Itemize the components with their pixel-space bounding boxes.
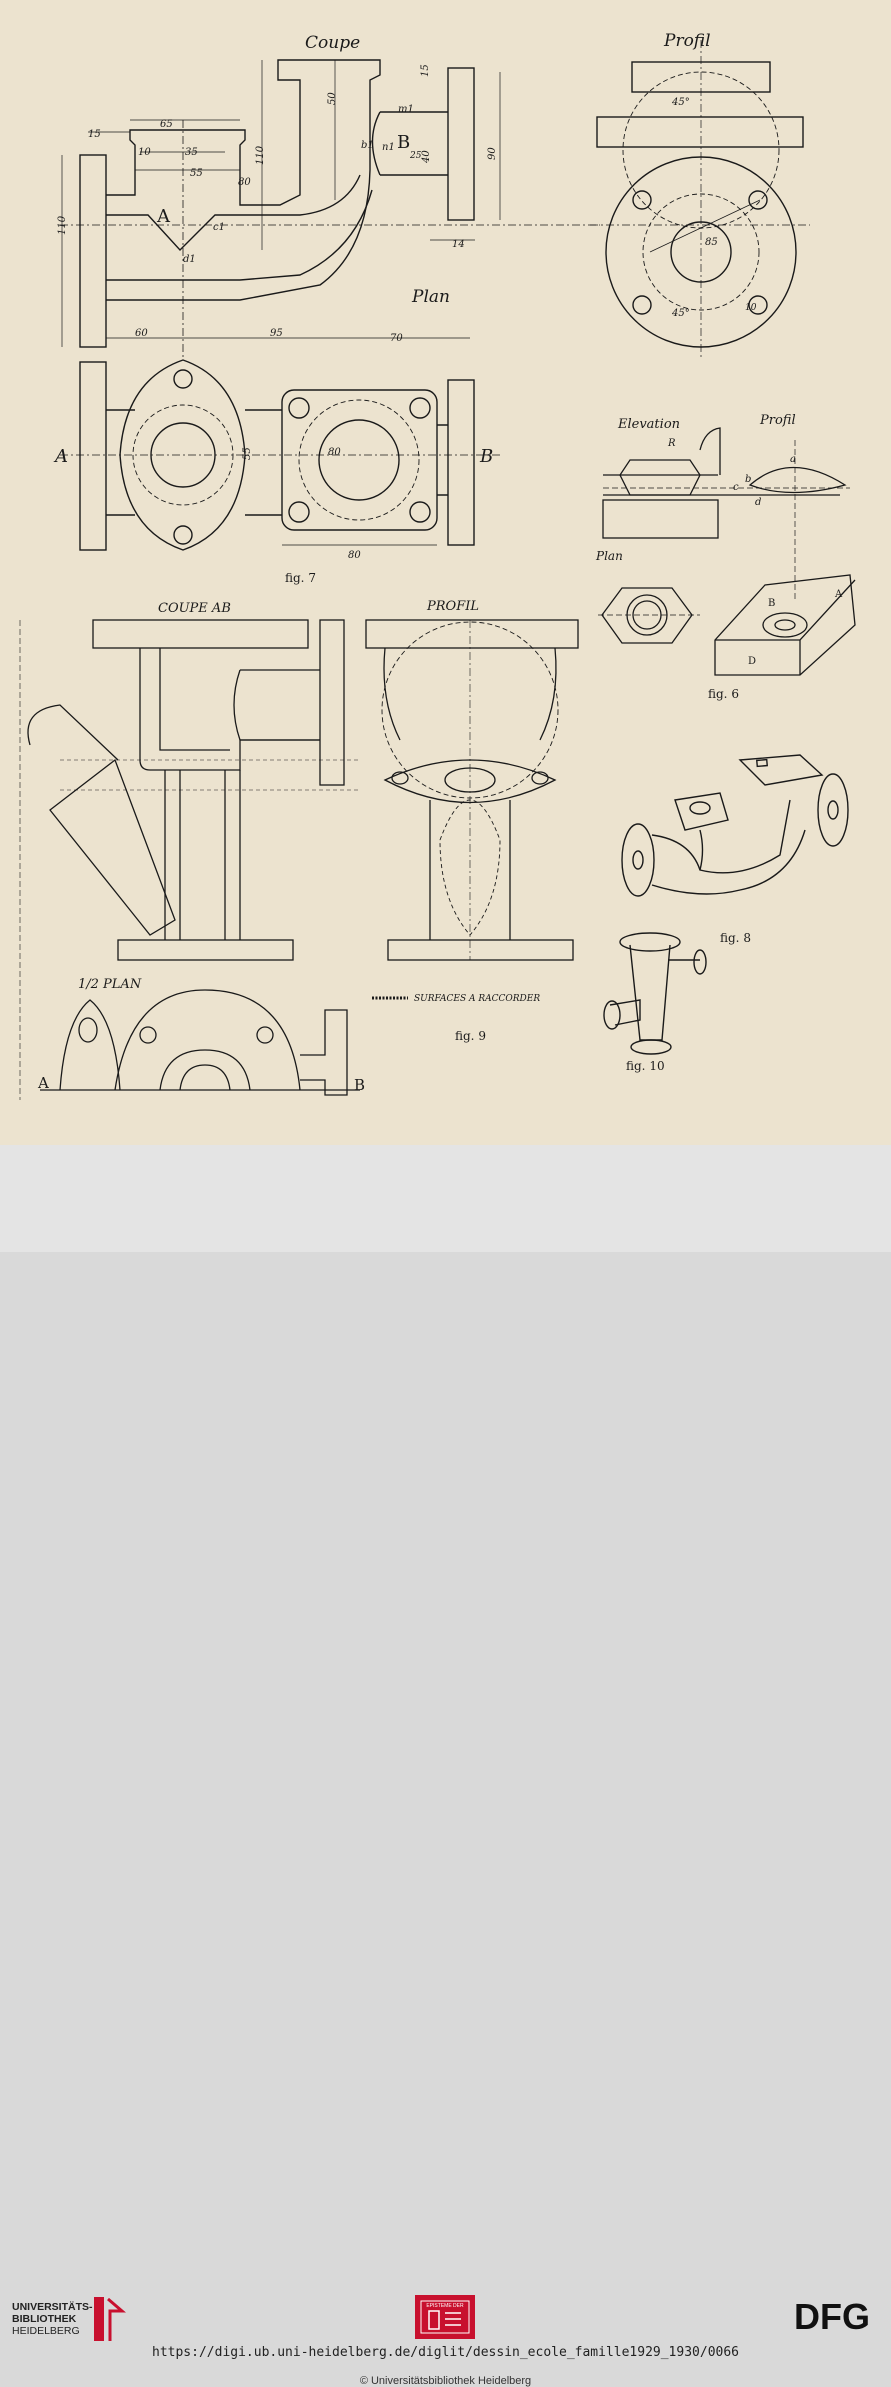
fig9-profil-view (365, 619, 579, 961)
dim-15-top: 15 (420, 64, 431, 77)
dim-90: 90 (487, 147, 498, 160)
label-n1: n1 (382, 142, 395, 153)
fig6-caption: fig. 6 (708, 687, 739, 701)
title-profil: Profil (663, 31, 711, 51)
label-R: R (667, 438, 676, 449)
title-profil-fig6: Profil (759, 413, 796, 428)
dim-10: 10 (138, 147, 151, 158)
label-a-fig6: a (790, 454, 796, 465)
dim-35: 35 (185, 147, 198, 158)
episteme-logo: EPISTEME DER (415, 2295, 475, 2339)
fig6-elevation-view (602, 427, 850, 600)
dim-10-profil: 10 (745, 303, 757, 313)
title-profil-fig9: PROFIL (426, 599, 479, 614)
dim-80: 80 (238, 177, 251, 188)
profil-view (590, 40, 810, 360)
fig10-perspective-valve (603, 932, 707, 1055)
label-A-fig6: A (834, 589, 843, 600)
label-D-fig6: D (748, 656, 756, 667)
fig7-caption: fig. 7 (285, 571, 316, 585)
dim-80-plan: 80 (348, 550, 361, 561)
dim-45deg-top: 45° (671, 97, 690, 108)
label-B-half-plan: B (354, 1076, 365, 1094)
library-footer: UNIVERSITÄTS- BIBLIOTHEK HEIDELBERG EPIS… (0, 1145, 891, 2387)
label-A-coupe: A (156, 206, 171, 227)
label-c1: c1 (213, 222, 225, 233)
label-d1: d1 (183, 254, 196, 265)
dim-40: 40 (421, 150, 432, 164)
label-m1: m1 (398, 104, 414, 115)
dim-45deg-bottom: 45° (671, 308, 690, 319)
label-d-fig6: d (755, 497, 761, 508)
label-A-plan: A (53, 446, 68, 467)
dim-85: 85 (705, 237, 718, 248)
dfg-logo: DFG (794, 2296, 870, 2336)
fig10-caption: fig. 10 (626, 1059, 665, 1073)
scanned-page: Coupe Profil 15 65 35 55 10 80 110 110 5… (0, 0, 891, 1145)
dim-55-plan: 55 (242, 447, 253, 460)
dim-50: 50 (327, 92, 338, 105)
plan-view (60, 359, 500, 551)
dim-70: 70 (390, 333, 403, 344)
coupe-dimension-lines (61, 60, 501, 347)
fig9-caption: fig. 9 (455, 1029, 486, 1043)
ub-line1: UNIVERSITÄTS- (12, 2301, 93, 2313)
page-url-link[interactable]: https://digi.ub.uni-heidelberg.de/diglit… (152, 2345, 739, 2360)
episteme-logo-text: EPISTEME DER (426, 2303, 464, 2309)
title-plan: Plan (411, 287, 450, 307)
label-b-fig6: b (745, 474, 751, 485)
coupe-section-view (60, 59, 600, 360)
label-B-plan: B (479, 446, 493, 467)
dim-14: 14 (452, 239, 465, 250)
fig6-plan-view (598, 587, 700, 644)
title-elevation: Elevation (617, 417, 680, 432)
title-plan-fig6: Plan (595, 549, 623, 563)
dim-65: 65 (160, 119, 173, 130)
title-coupe-ab: COUPE AB (158, 601, 231, 616)
dim-110: 110 (255, 145, 266, 165)
label-B-coupe: B (397, 132, 410, 153)
dfg-logo-text: DFG (794, 2296, 870, 2336)
copyright-notice: © Universitätsbibliothek Heidelberg (359, 2375, 532, 2387)
fig6-perspective-view (714, 574, 856, 676)
dim-55: 55 (190, 168, 203, 179)
ub-line3: HEIDELBERG (12, 2325, 80, 2337)
label-b1: b1 (361, 140, 374, 151)
dim-95: 95 (270, 328, 283, 339)
surfaces-legend: SURFACES A RACCORDER (414, 994, 540, 1004)
fig8-caption: fig. 8 (720, 931, 751, 945)
dim-25: 25 (409, 151, 422, 161)
label-c-fig6: c (733, 482, 739, 493)
technical-drawing-plate: Coupe Profil 15 65 35 55 10 80 110 110 5… (19, 31, 856, 1100)
ub-heidelberg-logo-icon (94, 2297, 126, 2341)
title-half-plan: 1/2 PLAN (78, 977, 142, 992)
fig9-half-plan-view (40, 989, 360, 1096)
dim-80-circle: 80 (328, 447, 341, 458)
dim-110-left: 110 (57, 215, 68, 235)
label-A-half-plan: A (37, 1074, 49, 1092)
dim-15: 15 (88, 129, 101, 140)
title-coupe: Coupe (305, 33, 360, 53)
ub-line2: BIBLIOTHEK (12, 2313, 77, 2325)
ub-heidelberg-logo-text: UNIVERSITÄTS- BIBLIOTHEK HEIDELBERG (12, 2301, 93, 2337)
dim-60: 60 (135, 328, 148, 339)
fig9-coupe-ab-view (19, 619, 360, 1100)
fig8-perspective-pipe (621, 754, 849, 897)
label-B-fig6: B (768, 598, 775, 609)
